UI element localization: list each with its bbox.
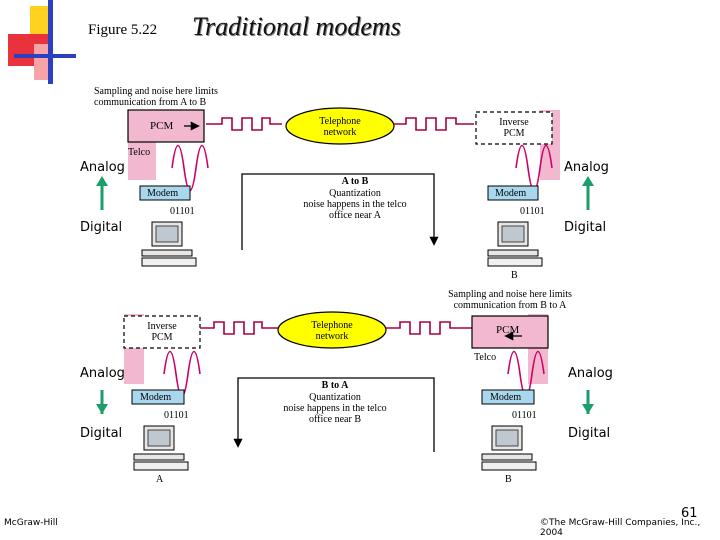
top-section (96, 107, 594, 267)
modem-label-bottom-right: Modem (490, 392, 522, 403)
quantization-note-line: office near B (308, 414, 361, 425)
digital-label-top-left: Digital (80, 220, 123, 235)
a-to-b-path (241, 173, 439, 250)
bits-label-bottom-left: 01101 (164, 410, 189, 421)
computer-label-bottom-left: A (156, 474, 164, 485)
analog-digital-arrow-icon (96, 390, 108, 414)
quantization-note-line: Quantization (309, 392, 361, 403)
bits-label-top-right: 01101 (520, 206, 545, 217)
digital-label-bottom-left: Digital (80, 426, 123, 441)
computer-icon (481, 425, 537, 471)
digital-pulse-bottom-right (386, 321, 472, 335)
inverse-pcm-label-line: PCM (503, 128, 525, 139)
digital-label-bottom-right: Digital (568, 426, 611, 441)
direction-title-bottom: B to A (321, 380, 349, 391)
analog-wave-top-left (171, 144, 209, 192)
inverse-pcm-box-top (475, 111, 553, 145)
pcm-label-top: PCM (150, 120, 174, 132)
modem-box-top-right (487, 185, 539, 201)
computer-icon (133, 425, 189, 471)
page-number: 61 (681, 506, 698, 521)
analog-digital-arrow-icon (96, 176, 108, 210)
quantization-note-line: Quantization (329, 188, 381, 199)
analog-digital-arrow-icon (582, 176, 594, 210)
direction-title-top: A to B (341, 176, 369, 187)
telco-label-top: Telco (128, 147, 151, 158)
inverse-pcm-label-line: PCM (151, 332, 173, 343)
sampling-note-line: Sampling and noise here limits (94, 86, 218, 97)
sampling-note-top: Sampling and noise here limits communica… (94, 86, 218, 108)
modem-box-bottom-right (481, 389, 535, 405)
inverse-pcm-label-bottom: Inverse PCM (124, 321, 200, 343)
analog-digital-arrow-icon (582, 390, 594, 414)
inverse-pcm-label-line: Inverse (499, 117, 529, 128)
bits-label-top-left: 01101 (170, 206, 195, 217)
network-label-line: Telephone (311, 320, 353, 331)
copyright: ©The McGraw-Hill Companies, Inc., 2004 (540, 518, 701, 538)
computer-label-top-right: B (511, 270, 518, 281)
quantization-note-line: office near A (328, 210, 381, 221)
quantization-note-line: noise happens in the telco (283, 403, 387, 414)
digital-pulse-top-right (394, 117, 474, 131)
modem-label-bottom-left: Modem (140, 392, 172, 403)
network-label-line: Telephone (319, 116, 361, 127)
network-label-top: Telephone network (296, 116, 384, 138)
telco-label-bottom: Telco (474, 352, 497, 363)
analog-label-top-left: Analog (80, 160, 125, 175)
sampling-note-line: communication from A to B (94, 97, 207, 108)
inverse-pcm-label-line: Inverse (147, 321, 177, 332)
pcm-label-bottom: PCM (496, 324, 520, 336)
network-label-bottom: Telephone network (288, 320, 376, 342)
inverse-pcm-box-bottom (123, 315, 201, 349)
digital-label-top-right: Digital (564, 220, 607, 235)
computer-icon (141, 221, 197, 267)
sampling-note-line: communication from B to A (453, 300, 567, 311)
quantization-note-line: noise happens in the telco (303, 199, 407, 210)
network-label-line: network (315, 331, 349, 342)
publisher-left: McGraw-Hill (4, 518, 58, 528)
inverse-pcm-label-top: Inverse PCM (476, 117, 552, 139)
computer-icon (487, 221, 543, 267)
computer-label-bottom-right: B (505, 474, 512, 485)
modem-box-bottom-left (131, 389, 185, 405)
bits-label-bottom-right: 01101 (512, 410, 537, 421)
page-title: Traditional modems (192, 12, 401, 41)
analog-label-top-right: Analog (564, 160, 609, 175)
digital-pulse-top-left (206, 117, 282, 131)
quantization-note-bottom: Quantization noise happens in the telco … (252, 392, 418, 425)
modem-box-top-left (139, 185, 191, 201)
b-to-a-path (233, 377, 435, 452)
corner-decoration (8, 0, 76, 84)
sampling-note-line: Sampling and noise here limits (448, 289, 572, 300)
bottom-section (96, 311, 594, 471)
network-label-line: network (323, 127, 357, 138)
digital-pulse-bottom-left (200, 321, 280, 335)
modem-label-top-right: Modem (495, 188, 527, 199)
analog-label-bottom-right: Analog (568, 366, 613, 381)
telephone-network-top (285, 107, 395, 145)
telephone-network-bottom (277, 311, 387, 349)
sampling-note-bottom: Sampling and noise here limits communica… (432, 289, 588, 311)
analog-label-bottom-left: Analog (80, 366, 125, 381)
modem-label-top-left: Modem (147, 188, 179, 199)
quantization-note-top: Quantization noise happens in the telco … (272, 188, 438, 221)
figure-number: Figure 5.22 (88, 22, 158, 38)
